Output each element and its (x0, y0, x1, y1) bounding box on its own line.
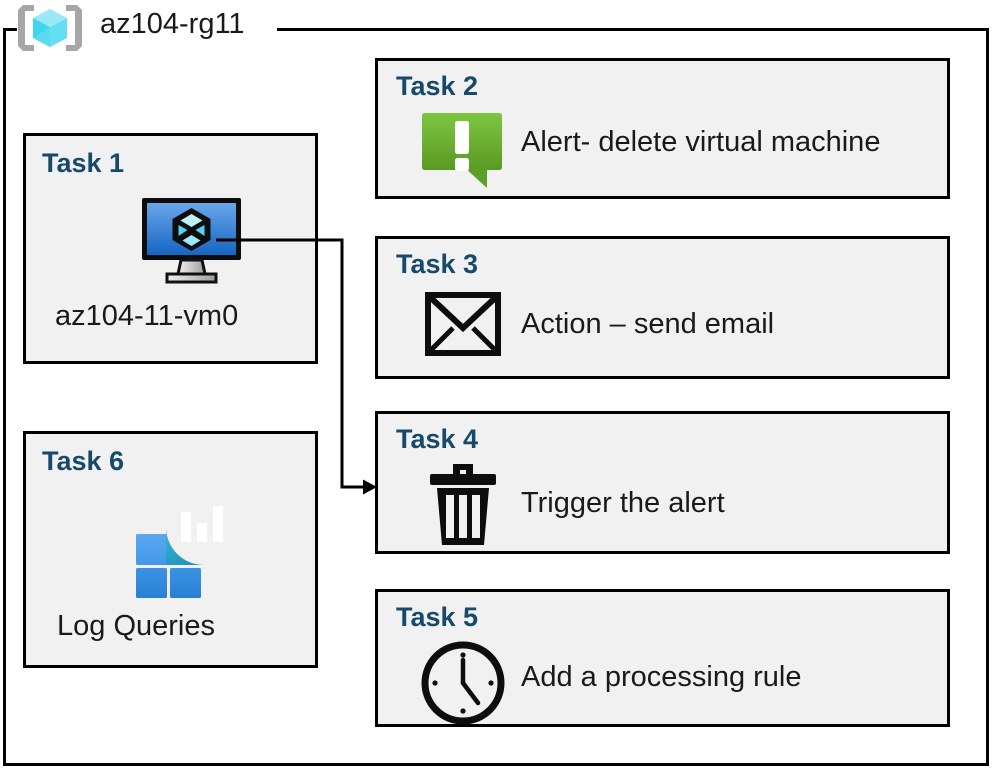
task-label: Add a processing rule (521, 661, 802, 693)
task-title: Task 6 (42, 446, 125, 476)
task-card-task2[interactable]: Task 2 Alert- delete virtual machine (375, 58, 950, 199)
task-card-task4[interactable]: Task 4 Trigger the alert (375, 411, 950, 554)
task-card-task3[interactable]: Task 3 Action – send email (375, 236, 950, 379)
task-label: az104-11-vm0 (55, 300, 239, 332)
task-title: Task 5 (396, 602, 479, 632)
resource-group-frame-top-right (277, 28, 989, 31)
task-card-task1[interactable]: Task 1 (23, 133, 318, 364)
task-title: Task 3 (396, 249, 479, 279)
task-label: Log Queries (57, 610, 215, 642)
log-analytics-icon (126, 482, 242, 598)
envelope-icon (425, 292, 501, 356)
task-card-task5[interactable]: Task 5 Add a processing rule (375, 589, 950, 727)
virtual-machine-icon (139, 196, 244, 286)
alert-bubble-icon (421, 108, 503, 190)
task-label: Trigger the alert (521, 487, 725, 519)
clock-icon (420, 640, 506, 726)
resource-group-name: az104-rg11 (100, 8, 245, 40)
task-title: Task 1 (42, 148, 125, 178)
resource-group-frame (3, 28, 989, 766)
task-title: Task 2 (396, 71, 479, 101)
resource-group-frame-top-left (3, 28, 17, 31)
task-title: Task 4 (396, 424, 479, 454)
task-label: Action – send email (521, 308, 775, 340)
task-label: Alert- delete virtual machine (521, 126, 881, 158)
trash-icon (428, 462, 498, 547)
task-card-task6[interactable]: Task 6 (23, 431, 318, 668)
resource-group-icon (14, 2, 86, 54)
